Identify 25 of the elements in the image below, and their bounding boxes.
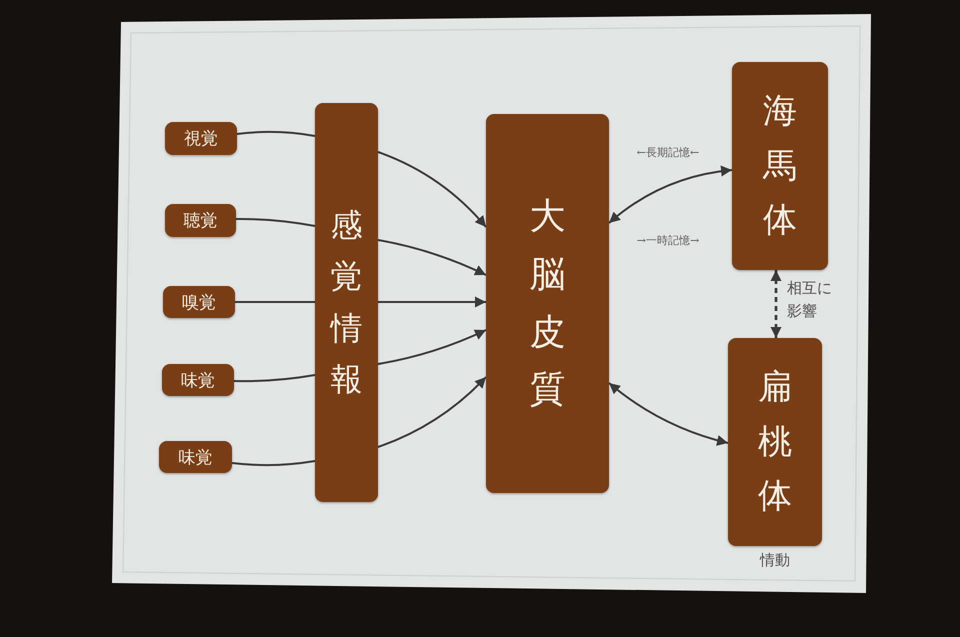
arrow bbox=[378, 329, 486, 365]
annotation-text: ←長期記憶← bbox=[636, 145, 700, 160]
double-arrow bbox=[608, 166, 732, 224]
double-arrow bbox=[608, 382, 728, 446]
region-box: 扁桃体 bbox=[728, 338, 822, 546]
region-box: 海馬体 bbox=[732, 62, 828, 270]
connector-line bbox=[234, 374, 316, 382]
sense-box: 味覚 bbox=[162, 364, 234, 396]
arrow bbox=[378, 239, 486, 276]
sense-box: 嗅覚 bbox=[163, 286, 235, 318]
arrow bbox=[378, 151, 487, 228]
connector-line bbox=[232, 460, 316, 466]
annotation-text: →一時記憶→ bbox=[636, 233, 700, 248]
region-box: 感覚情報 bbox=[315, 103, 378, 502]
connector-line bbox=[236, 130, 316, 137]
arrow bbox=[378, 376, 487, 448]
sense-box: 視覚 bbox=[165, 122, 237, 155]
arrow bbox=[378, 296, 486, 308]
caption-text: 情動 bbox=[758, 551, 791, 570]
sense-box: 味覚 bbox=[159, 441, 232, 473]
sense-box: 聴覚 bbox=[165, 204, 236, 237]
dashed-double-arrow bbox=[770, 270, 782, 338]
connector-line bbox=[236, 218, 316, 227]
region-box: 大脳皮質 bbox=[486, 114, 609, 493]
connector-line bbox=[235, 301, 315, 303]
